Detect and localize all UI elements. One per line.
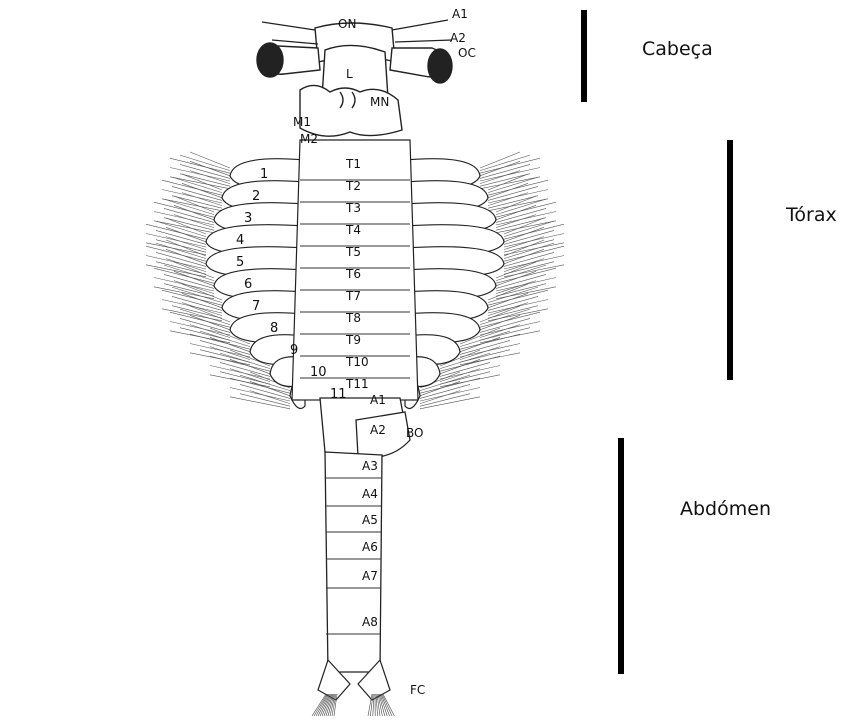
label-m1: M1 bbox=[293, 115, 311, 129]
head bbox=[257, 23, 452, 136]
furca-seta bbox=[383, 694, 394, 716]
abdomen bbox=[320, 398, 410, 672]
thoracic-segment-label: T9 bbox=[345, 333, 361, 347]
thoracic-segment-label: T7 bbox=[345, 289, 361, 303]
right-seta bbox=[480, 158, 540, 173]
thoracic-segment-label: T4 bbox=[345, 223, 361, 237]
abdominal-segment-label: A5 bbox=[362, 513, 378, 527]
right-seta bbox=[488, 290, 548, 305]
furca-seta bbox=[381, 694, 390, 716]
label-on: ON bbox=[338, 17, 356, 31]
right-seta bbox=[496, 268, 556, 283]
abdominal-segment-label: A6 bbox=[362, 540, 378, 554]
right-seta bbox=[504, 224, 564, 239]
abdominal-segment-label: A3 bbox=[362, 459, 378, 473]
label-l: L bbox=[346, 67, 353, 81]
left-seta bbox=[162, 290, 222, 305]
label-bo: BO bbox=[406, 426, 423, 440]
left-seta bbox=[146, 224, 206, 239]
right-seta bbox=[496, 202, 556, 217]
leg-number-label: 10 bbox=[310, 365, 327, 380]
thorax-region-bar bbox=[727, 140, 733, 380]
abdomen-region-bar bbox=[618, 438, 624, 674]
abdominal-segment-label: A8 bbox=[362, 615, 378, 629]
antenna-2 bbox=[395, 40, 452, 42]
thoracic-segment-label: T8 bbox=[345, 311, 361, 325]
furca-setae bbox=[312, 694, 394, 716]
label-a1: A1 bbox=[452, 7, 468, 21]
leg-number-label: 2 bbox=[252, 189, 260, 204]
abdomen-tail bbox=[325, 452, 382, 672]
leg-number-label: 5 bbox=[236, 255, 244, 270]
label-fc: FC bbox=[410, 683, 425, 697]
leg-number-label: 4 bbox=[236, 233, 244, 248]
left-compound-eye bbox=[257, 43, 283, 77]
left-seta bbox=[170, 158, 230, 173]
antenna-1-left bbox=[262, 22, 315, 30]
leg-number-label: 9 bbox=[290, 343, 298, 358]
right-compound-eye bbox=[428, 49, 452, 83]
left-seta bbox=[154, 202, 214, 217]
thoracic-segment-label: T10 bbox=[345, 355, 369, 369]
leg-number-label: 1 bbox=[260, 167, 268, 182]
right-seta bbox=[488, 180, 548, 195]
antenna-1 bbox=[392, 20, 448, 30]
left-seta bbox=[146, 246, 206, 261]
thoracic-segment-label: T3 bbox=[345, 201, 361, 215]
label-m2: M2 bbox=[300, 132, 318, 146]
right-seta bbox=[480, 312, 540, 327]
leg-number-label: 8 bbox=[270, 321, 278, 336]
antenna-2-left bbox=[272, 40, 318, 44]
left-seta bbox=[154, 268, 214, 283]
label-mn: MN bbox=[370, 95, 389, 109]
abdominal-segment-label: A2 bbox=[370, 423, 386, 437]
leg-number-label: 11 bbox=[330, 387, 347, 402]
right-seta bbox=[504, 246, 564, 261]
abdominal-segment-label: A7 bbox=[362, 569, 378, 583]
thoracic-segment-label: T5 bbox=[345, 245, 361, 259]
left-seta bbox=[162, 180, 222, 195]
thoracic-segment-label: T1 bbox=[345, 157, 361, 171]
label-a2: A2 bbox=[450, 31, 466, 45]
left-seta bbox=[170, 312, 230, 327]
leg-number-label: 7 bbox=[252, 299, 260, 314]
abdominal-segment-label: A4 bbox=[362, 487, 378, 501]
leg-number-label: 3 bbox=[244, 211, 252, 226]
leg-number-label: 6 bbox=[244, 277, 252, 292]
thoracic-segment-label: T11 bbox=[345, 377, 369, 391]
thoracic-segment-label: T2 bbox=[345, 179, 361, 193]
abdomen-region-label: Abdómen bbox=[680, 498, 771, 520]
thoracic-segment-label: T6 bbox=[345, 267, 361, 281]
abdominal-segment-label: A1 bbox=[370, 393, 386, 407]
mouthparts bbox=[300, 85, 402, 136]
head-region-bar bbox=[581, 10, 587, 102]
label-oc: OC bbox=[458, 46, 476, 60]
thorax-region-label: Tórax bbox=[786, 204, 837, 226]
furca-seta bbox=[312, 694, 326, 716]
head-region-label: Cabeça bbox=[642, 38, 713, 60]
